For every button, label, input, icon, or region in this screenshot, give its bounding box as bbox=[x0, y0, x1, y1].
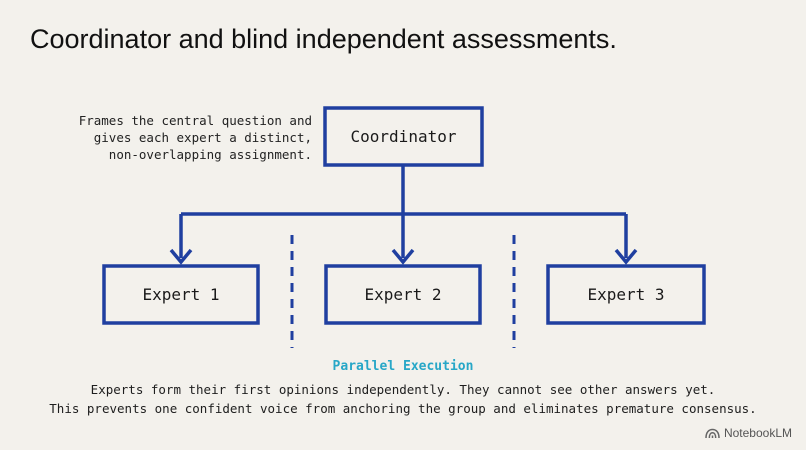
brand-watermark: NotebookLM bbox=[705, 426, 792, 440]
expert-3-label: Expert 3 bbox=[587, 285, 665, 304]
note-line: Frames the central question and bbox=[78, 113, 312, 128]
page-title: Coordinator and blind independent assess… bbox=[30, 24, 617, 54]
caption: Experts form their first opinions indepe… bbox=[0, 380, 806, 418]
expert-1-box bbox=[102, 264, 260, 325]
arrow-head-2 bbox=[391, 248, 415, 265]
expert-3-box bbox=[546, 264, 706, 325]
expert-2-box bbox=[324, 264, 482, 325]
caption-line: This prevents one confident voice from a… bbox=[49, 401, 757, 416]
note-line: non-overlapping assignment. bbox=[108, 147, 312, 162]
expert-2-label: Expert 2 bbox=[364, 285, 442, 304]
parallel-execution-label: Parallel Execution bbox=[332, 359, 474, 374]
caption-line: Experts form their first opinions indepe… bbox=[90, 382, 716, 397]
arrow-head-3 bbox=[614, 248, 638, 265]
coordinator-description: Frames the central question and gives ea… bbox=[60, 112, 312, 163]
arrow-head-1 bbox=[169, 248, 193, 265]
note-line: gives each expert a distinct, bbox=[93, 130, 312, 145]
coordinator-label: Coordinator bbox=[350, 127, 457, 146]
notebooklm-logo-icon bbox=[705, 428, 720, 438]
brand-name: NotebookLM bbox=[723, 426, 792, 440]
expert-1-label: Expert 1 bbox=[142, 285, 220, 304]
